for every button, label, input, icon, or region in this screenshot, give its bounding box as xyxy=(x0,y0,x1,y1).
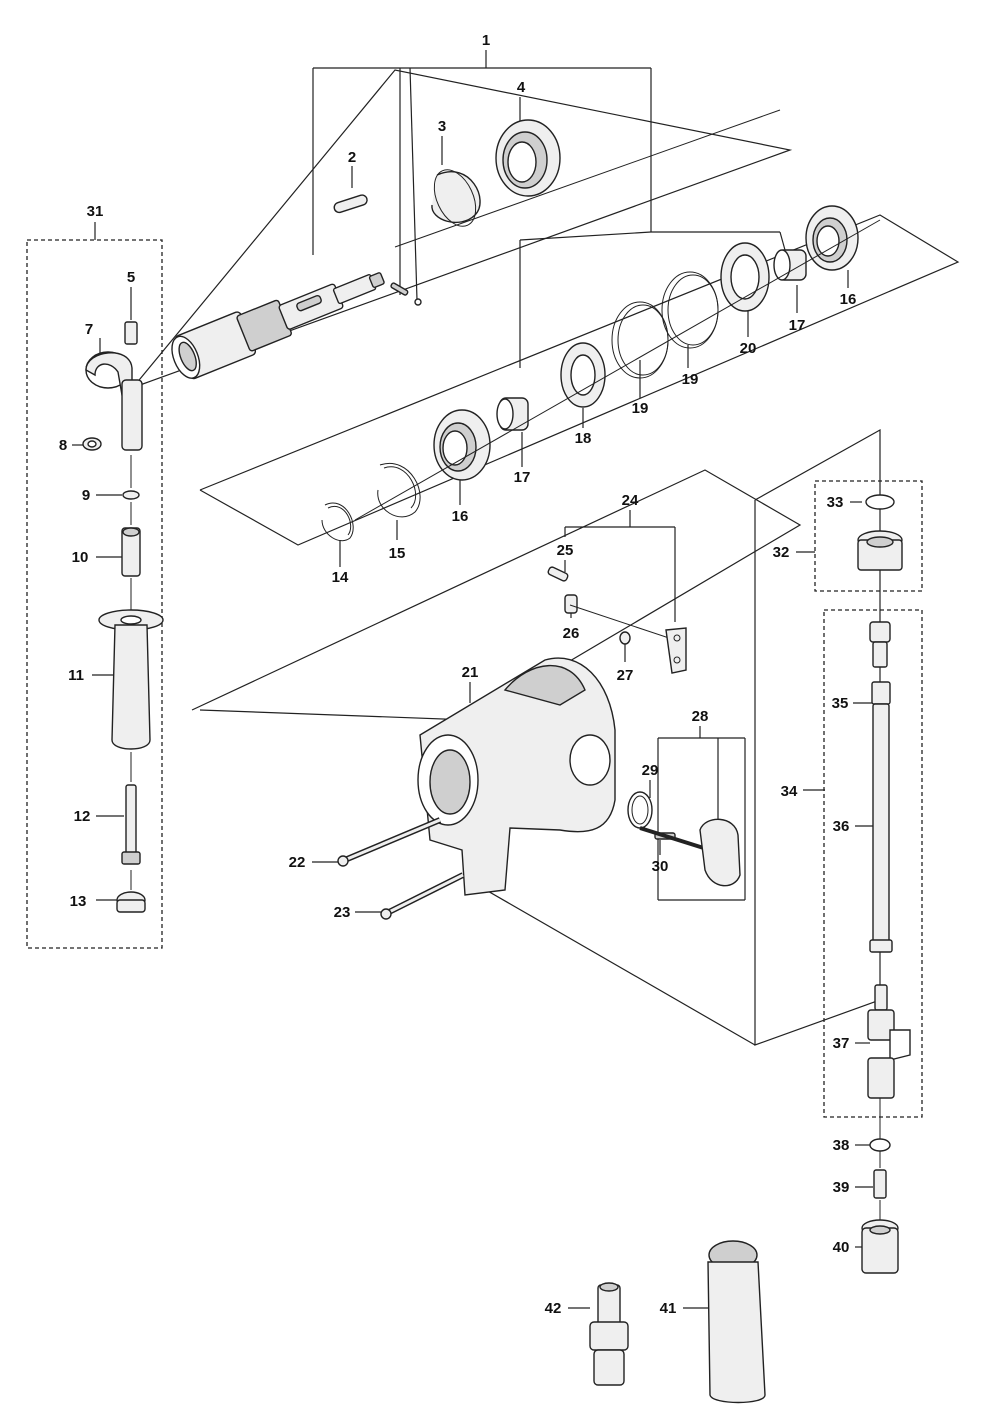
callout-22: 22 xyxy=(289,854,306,871)
part-bearing-16b xyxy=(805,205,859,271)
callout-26: 26 xyxy=(563,625,580,642)
callout-34: 34 xyxy=(781,783,798,800)
callout-1: 1 xyxy=(482,32,490,49)
callout-39: 39 xyxy=(833,1179,850,1196)
part-circlip-14 xyxy=(321,502,354,542)
callout-17a: 17 xyxy=(514,469,531,486)
callout-16a: 16 xyxy=(452,508,469,525)
part-sleeve-17b xyxy=(773,249,807,281)
callout-7: 7 xyxy=(85,321,93,338)
part-water-assembly xyxy=(857,494,911,1274)
callout-25: 25 xyxy=(557,542,574,559)
part-washer-20 xyxy=(720,242,770,312)
parts xyxy=(82,109,911,1404)
callout-18: 18 xyxy=(575,430,592,447)
callout-15: 15 xyxy=(389,545,406,562)
part-sleeve-17a xyxy=(496,397,529,431)
callouts: 1 2 3 4 5 7 8 9 10 11 12 13 14 15 16 17 … xyxy=(59,32,857,1317)
callout-37: 37 xyxy=(833,1035,850,1052)
part-circlip-3 xyxy=(431,169,481,227)
callout-17b: 17 xyxy=(789,317,806,334)
callout-16b: 16 xyxy=(840,291,857,308)
callout-19a: 19 xyxy=(632,400,649,417)
group-box-32 xyxy=(814,480,923,592)
callout-41: 41 xyxy=(660,1300,677,1317)
callout-12: 12 xyxy=(74,808,91,825)
callout-42: 42 xyxy=(545,1300,562,1317)
callout-4: 4 xyxy=(517,79,526,96)
callout-14: 14 xyxy=(332,569,349,586)
callout-20: 20 xyxy=(740,340,757,357)
callout-3: 3 xyxy=(438,118,446,135)
callout-10: 10 xyxy=(72,549,89,566)
group-box-31 xyxy=(26,239,163,949)
callout-5: 5 xyxy=(127,269,135,286)
part-screws xyxy=(337,817,465,920)
leader-lines xyxy=(72,50,881,1309)
callout-19b: 19 xyxy=(682,371,699,388)
part-lock-assembly xyxy=(547,566,687,674)
callout-40: 40 xyxy=(833,1239,850,1256)
group-box-34 xyxy=(823,609,923,1118)
part-washer-18 xyxy=(560,342,606,408)
callout-35: 35 xyxy=(832,695,849,712)
part-bearing-4 xyxy=(495,119,561,197)
callout-11: 11 xyxy=(68,667,84,684)
callout-23: 23 xyxy=(334,904,351,921)
callout-9: 9 xyxy=(82,487,90,504)
callout-31: 31 xyxy=(87,203,104,220)
callout-29: 29 xyxy=(642,762,659,779)
callout-8: 8 xyxy=(59,437,67,454)
part-cone xyxy=(707,1240,766,1404)
callout-30: 30 xyxy=(652,858,669,875)
part-gear-housing xyxy=(417,657,616,896)
part-adapter xyxy=(589,1282,629,1386)
callout-33: 33 xyxy=(827,494,844,511)
callout-13: 13 xyxy=(70,893,87,910)
callout-2: 2 xyxy=(348,149,356,166)
part-circlip-15 xyxy=(377,462,421,518)
callout-27: 27 xyxy=(617,667,634,684)
callout-36: 36 xyxy=(833,818,850,835)
part-pin xyxy=(390,282,409,296)
part-key xyxy=(333,194,368,214)
part-handle-assembly xyxy=(82,321,164,913)
part-bearing-16a xyxy=(433,409,491,481)
callout-24: 24 xyxy=(622,492,639,509)
callout-21: 21 xyxy=(462,664,479,681)
part-spindle xyxy=(171,272,385,380)
callout-28: 28 xyxy=(692,708,709,725)
group-boxes xyxy=(26,239,923,1118)
part-selector-knob xyxy=(627,791,741,887)
callout-38: 38 xyxy=(833,1137,850,1154)
callout-32: 32 xyxy=(773,544,790,561)
